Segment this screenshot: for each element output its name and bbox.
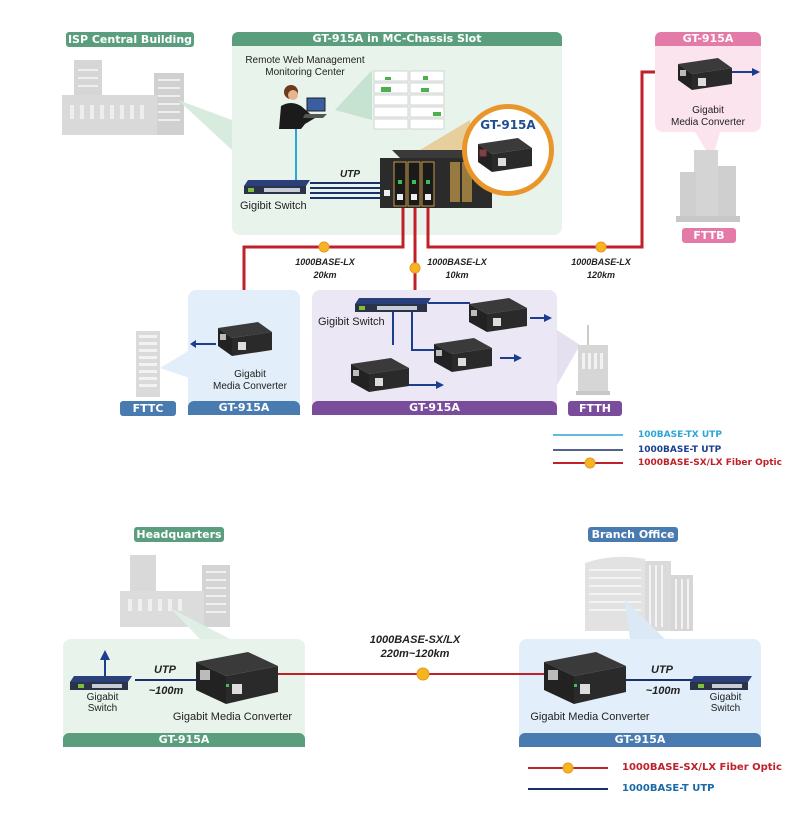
fttc-device-label-line2: Media Converter [213, 381, 287, 392]
legend-label-100base-tx: 100BASE-TX UTP [638, 430, 722, 440]
ftth-tag: FTTH [568, 401, 622, 416]
branch-panel-footer: GT-915A [519, 733, 761, 747]
fttc-building-icon [136, 331, 160, 397]
arrow-right-icon [436, 381, 444, 389]
ftth-switch-label: Gigibit Switch [318, 316, 385, 328]
legend-label-fiber: 1000BASE-SX/LX Fiber Optic [638, 458, 782, 468]
headquarters-tag: Headquarters [134, 527, 224, 542]
fiber-connector-icon [562, 762, 574, 774]
gt915a-zoom-callout-label: GT-915A [480, 118, 536, 132]
legend-label-1000base-t: 1000BASE-T UTP [638, 445, 722, 455]
arrow-right-icon [544, 314, 552, 322]
isp-building-callout-wedge [178, 100, 232, 150]
fttc-panel-footer: GT-915A [188, 401, 300, 415]
ftth-gigabit-switch-icon [355, 298, 431, 312]
utp-label: UTP [340, 169, 360, 180]
fttb-media-converter-icon [672, 58, 762, 90]
branch-utp-distance: ~100m [645, 685, 681, 697]
central-switch-label: Gigibit Switch [240, 200, 307, 212]
fttc-tag: FTTC [120, 401, 176, 416]
ftth-panel-footer: GT-915A [312, 401, 557, 415]
branch-utp-label: UTP [651, 664, 673, 676]
bottom-legend-label-1000base-t: 1000BASE-T UTP [622, 783, 715, 794]
ftth-wedge [557, 330, 580, 385]
branch-switch-label-line1: Gigabit [709, 692, 742, 703]
branch-gigabit-switch-icon [690, 676, 752, 690]
hq-utp-label: UTP [154, 664, 176, 676]
admin-person-icon [275, 84, 335, 129]
central-gigabit-switch-icon [244, 180, 310, 194]
link-label-fttc-distance: 20km [313, 270, 337, 280]
branch-media-converter-icon [540, 650, 630, 706]
monitoring-center-label-line1: Remote Web Management [245, 55, 365, 66]
link-label-fttb-distance: 120km [586, 270, 616, 280]
branch-office-building-icon [585, 553, 695, 631]
hq-switch-label-line2: Switch [87, 703, 118, 714]
branch-converter-label: Gigabit Media Converter [530, 711, 650, 723]
ftth-media-converter-icon [347, 356, 413, 396]
hq-gigabit-switch-icon [70, 676, 132, 690]
fiber-link-fttb [426, 70, 672, 249]
hq-media-converter-icon [192, 650, 282, 706]
fttb-device-label-line2: Media Converter [671, 117, 745, 128]
arrow-up-icon [100, 650, 110, 660]
link-label-ftth-distance: 10km [445, 270, 469, 280]
monitor-callout-wedge [335, 70, 372, 120]
branch-switch-label-line2: Switch [710, 703, 741, 714]
fttb-panel-header: GT-915A [655, 32, 761, 46]
isp-central-building-tag: ISP Central Building [66, 32, 194, 47]
link-label-fttb-type: 1000BASE-LX [571, 257, 631, 267]
fiber-link-type: 1000BASE-SX/LX [369, 634, 461, 646]
bottom-legend-label-fiber: 1000BASE-SX/LX Fiber Optic [622, 762, 782, 773]
monitoring-center-label-line2: Monitoring Center [265, 67, 345, 78]
fttb-building-icon [676, 150, 740, 222]
fttb-tag: FTTB [682, 228, 736, 243]
hq-panel-footer: GT-915A [63, 733, 305, 747]
branch-office-tag: Branch Office [588, 527, 678, 542]
fttc-media-converter-icon [190, 320, 280, 360]
arrow-right-icon [514, 354, 522, 362]
ftth-media-converter-icon [430, 336, 496, 376]
fiber-link-distance: 220m~120km [380, 648, 450, 660]
fiber-connector-icon [318, 241, 330, 253]
fiber-connector-icon [584, 457, 596, 469]
gt915a-callout-device-icon [472, 138, 532, 174]
utp-bundle [310, 182, 385, 199]
fttb-device-label-line1: Gigabit [692, 105, 724, 116]
headquarters-building-icon [120, 555, 230, 627]
fttc-device-label-line1: Gigabit [234, 369, 266, 380]
ftth-building-icon [576, 325, 610, 397]
fiber-connector-icon [409, 262, 421, 274]
isp-building-icon [62, 55, 187, 135]
hq-utp-distance: ~100m [148, 685, 184, 697]
link-label-ftth-type: 1000BASE-LX [427, 257, 487, 267]
link-label-fttc-type: 1000BASE-LX [295, 257, 355, 267]
utp-link [411, 308, 440, 351]
mc-chassis-panel-title: GT-915A in MC-Chassis Slot [232, 32, 562, 46]
fiber-connector-icon [595, 241, 607, 253]
hq-converter-label: Gigabit Media Converter [172, 711, 293, 723]
monitoring-graphs-icon [373, 70, 445, 130]
ftth-media-converter-icon [465, 296, 531, 336]
hq-switch-label-line1: Gigabit [86, 692, 119, 703]
fiber-connector-icon [416, 667, 430, 681]
